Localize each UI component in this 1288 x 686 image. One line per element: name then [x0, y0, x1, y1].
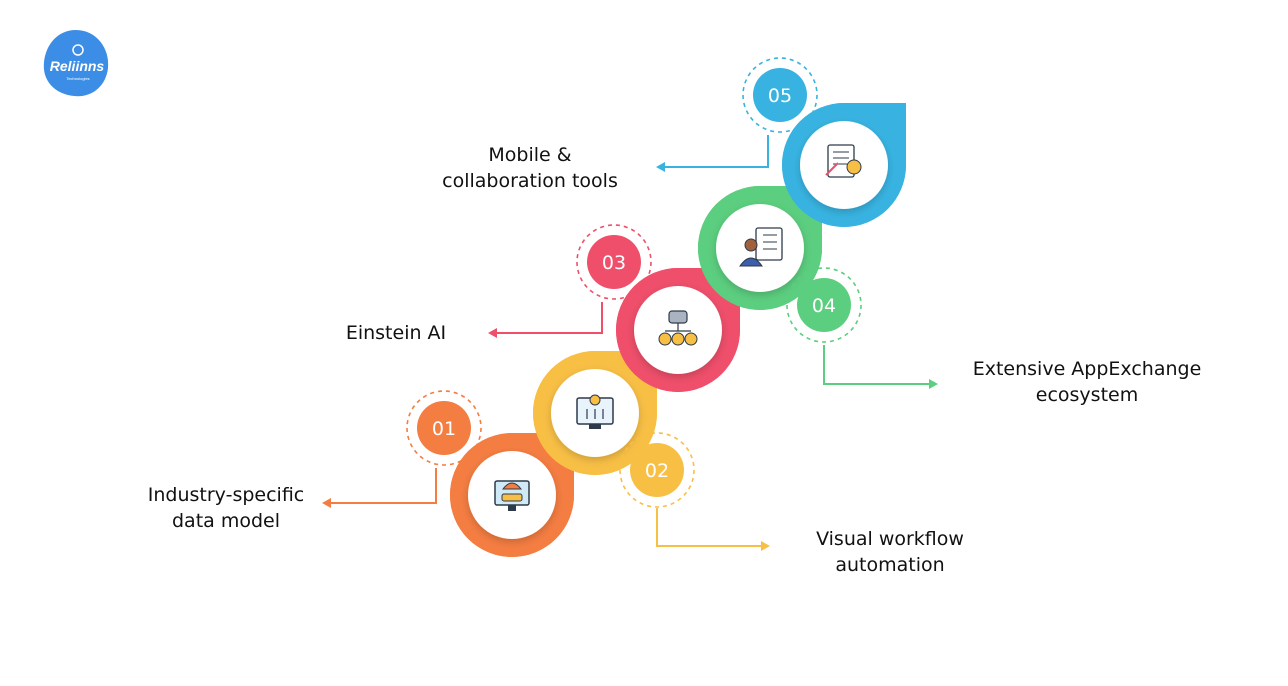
step-badge-02: 02 — [619, 432, 695, 508]
step-number-03: 03 — [602, 252, 626, 274]
step-number-05: 05 — [768, 85, 792, 107]
step-badge-05: 05 — [742, 57, 818, 133]
document-contract-icon — [825, 144, 862, 178]
connector-line-01 — [330, 468, 437, 504]
step-badge-03: 03 — [576, 224, 652, 300]
bulb-icon — [72, 44, 84, 56]
step-badge-04: 04 — [786, 267, 862, 343]
step-number-04: 04 — [812, 295, 836, 317]
brand-name: Reliinns — [49, 58, 105, 74]
step-ring-05 — [782, 103, 906, 227]
arrow-head-01-icon — [322, 498, 331, 508]
robot-coins-icon — [658, 310, 698, 346]
connector-line-03 — [496, 302, 603, 334]
brand-logo — [43, 30, 109, 97]
workflow-monitor-icon — [576, 394, 614, 429]
step-label-05: Mobile &collaboration tools — [442, 144, 618, 192]
step-ring-03 — [616, 268, 740, 392]
arrow-head-03-icon — [488, 328, 497, 338]
logo-blob — [43, 30, 109, 97]
brand-tagline: Technologies — [66, 76, 90, 81]
step-label-03: Einstein AI — [345, 322, 447, 344]
arrow-head-05-icon — [656, 162, 665, 172]
connector-line-02 — [656, 508, 762, 547]
step-badge-01: 01 — [406, 390, 482, 466]
arrow-head-04-icon — [929, 379, 938, 389]
checklist-person-icon — [739, 227, 783, 267]
car-umbrella-monitor-icon — [494, 480, 530, 511]
step-ring-04 — [698, 186, 822, 310]
connectors-layer — [322, 135, 938, 551]
connector-line-05 — [664, 135, 769, 168]
step-ring-02 — [533, 351, 657, 475]
arrow-head-02-icon — [761, 541, 770, 551]
step-ring-01 — [450, 433, 574, 557]
connector-line-04 — [823, 345, 930, 385]
step-number-02: 02 — [645, 460, 669, 482]
step-number-01: 01 — [432, 418, 456, 440]
badges-layer: 01 02 03 04 05 — [406, 57, 862, 508]
rings-layer — [450, 103, 906, 557]
